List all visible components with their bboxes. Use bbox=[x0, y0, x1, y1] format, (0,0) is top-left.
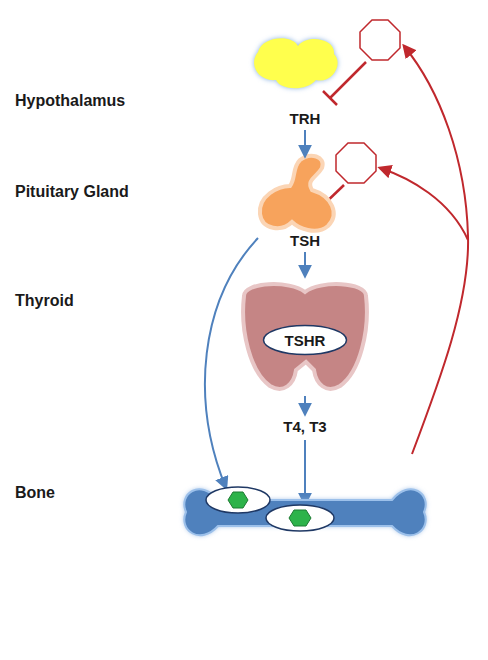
thyroid-shape bbox=[243, 284, 367, 389]
region-label: Bone bbox=[15, 484, 55, 502]
hormone-label: TRH bbox=[290, 110, 321, 127]
region-label: Thyroid bbox=[15, 292, 74, 310]
receptor-label: TSHR bbox=[285, 332, 326, 349]
receptor-ellipse: TSHR bbox=[262, 324, 348, 356]
pituitary-shape bbox=[260, 156, 334, 231]
hormone-label: T4, T3 bbox=[283, 418, 326, 435]
bone-shape bbox=[184, 487, 425, 535]
region-label: Pituitary Gland bbox=[15, 183, 129, 201]
stop-octagon bbox=[336, 143, 376, 183]
hormone-label: TSH bbox=[290, 232, 320, 249]
feedback-arrow bbox=[380, 46, 468, 454]
stimulation-arrow bbox=[205, 130, 305, 504]
hypothalamus-shape bbox=[254, 38, 338, 88]
stop-octagon bbox=[360, 20, 400, 60]
region-label: Hypothalamus bbox=[15, 92, 125, 110]
